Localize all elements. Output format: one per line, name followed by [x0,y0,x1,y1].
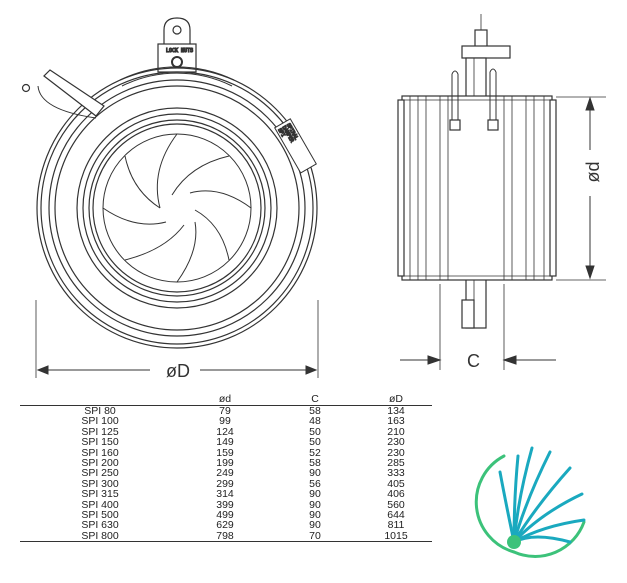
table-cell: 90 [309,467,321,480]
table-cell: 58 [309,457,321,470]
length-label: C [467,351,480,371]
table-cell: 149 [216,436,234,449]
table-row: SPI 125 124 50 210 [20,425,432,438]
table-cell: 230 [387,436,405,449]
table-cell: 230 [387,446,405,459]
table-cell: 798 [180,531,270,543]
table-row: SPI 500 499 90 644 [20,509,432,522]
table-cell: 90 [309,509,321,522]
table-cell: 99 [219,415,231,428]
table-cell: 629 [216,519,234,532]
svg-text:SPI: SPI [276,127,286,138]
length-dimension [400,355,556,365]
table-cell: SPI 160 [81,446,119,459]
inner-diameter-label: ød [583,161,603,182]
table-cell: SPI 630 [81,519,119,532]
table-cell: 406 [387,488,405,501]
table-header: ød [180,392,270,406]
table-header [20,392,180,406]
outer-diameter-label: øD [166,361,190,381]
table-cell: 285 [387,457,405,470]
table-cell: 70 [270,531,360,543]
table-cell: SPI 250 [81,467,119,480]
table-cell: SPI 100 [81,415,119,428]
table-cell: 52 [309,446,321,459]
table-cell: 560 [387,498,405,511]
table-row: SPI 630 629 90 811 [20,519,432,532]
table-row: SPI 160 159 52 230 [20,446,432,459]
table-cell: 499 [216,509,234,522]
table-cell: 58 [309,405,321,417]
table-row: SPI 315 314 90 406 [20,488,432,501]
table-cell: SPI 150 [81,436,119,449]
table-cell: 644 [387,509,405,522]
table-header: C [270,392,360,406]
table-cell: 199 [216,457,234,470]
table-cell: 1015 [360,531,432,543]
table-cell: 405 [387,477,405,490]
table-header: øD [360,392,432,406]
table-cell: SPI 400 [81,498,119,511]
table-cell: 249 [216,467,234,480]
table-row: SPI 400 399 90 560 [20,498,432,511]
table-cell: 333 [387,467,405,480]
table-cell: 399 [216,498,234,511]
outer-diameter-dimension [36,365,318,375]
table-cell: SPI 125 [81,425,119,438]
table-row: SPI 250 249 90 333 [20,467,432,480]
table-cell: 314 [216,488,234,501]
front-view: LOCK NUTS SPIRAL DAMPER S [21,17,319,378]
table-row: SPI 100 99 48 163 [20,415,432,428]
adjustment-lever [21,69,105,119]
table-cell: 134 [387,405,405,417]
lock-label: LOCK NUTS [166,48,193,54]
table-cell: 48 [309,415,321,428]
table-cell: SPI 300 [81,477,119,490]
table-cell: SPI 315 [81,488,119,501]
table-cell: 90 [309,498,321,511]
table-cell: 79 [219,405,231,417]
side-view [397,14,557,370]
table-cell: 210 [387,425,405,438]
table-cell: 50 [309,425,321,438]
table-row: SPI 80 79 58 134 [20,406,432,417]
table-row: SPI 200 199 58 285 [20,457,432,470]
table-cell: 90 [309,519,321,532]
table-header-row: ød C øD [20,392,432,406]
table-cell: 299 [216,477,234,490]
table-cell: 163 [387,415,405,428]
table-row: SPI 300 299 56 405 [20,477,432,490]
table-cell: 50 [309,436,321,449]
label-plate: SPIRAL DAMPER SPI [274,118,317,174]
logo-icon [474,446,586,558]
table-row: SPI 150 149 50 230 [20,436,432,449]
table-cell: SPI 500 [81,509,119,522]
table-cell: 811 [387,519,405,532]
inner-diameter-dimension [556,96,606,281]
table-cell: 56 [309,477,321,490]
table-cell: 90 [309,488,321,501]
technical-drawing: LOCK NUTS SPIRAL DAMPER S [21,14,606,381]
table-cell: 159 [216,446,234,459]
table-cell: SPI 200 [81,457,119,470]
spiral-blades [102,133,252,283]
table-cell: 124 [216,425,234,438]
table-cell: SPI 800 [20,531,180,543]
table-cell: SPI 80 [84,405,116,417]
